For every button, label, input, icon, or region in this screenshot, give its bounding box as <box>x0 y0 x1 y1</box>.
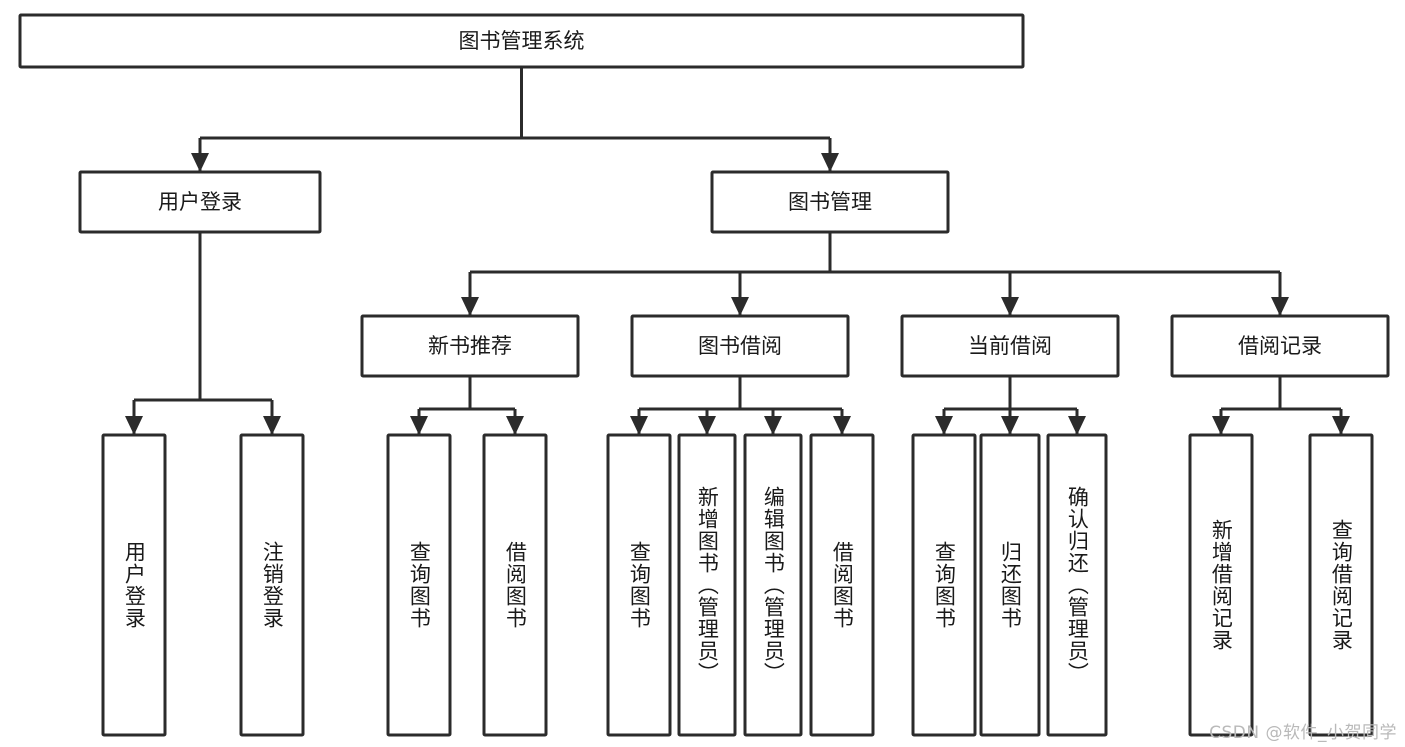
arrow-head-icon-leaf-8 <box>935 416 953 435</box>
node-leaf-box-6[interactable] <box>743 433 803 737</box>
arrow-head-icon-level2-3 <box>1271 297 1289 316</box>
node-level1-label-0: 用户登录 <box>158 190 242 214</box>
node-level2-label-1: 图书借阅 <box>698 334 782 358</box>
box-layer <box>18 13 1390 737</box>
node-level1-box-1[interactable] <box>710 170 950 234</box>
node-leaf-box-2[interactable] <box>386 433 452 737</box>
node-leaf-box-9[interactable] <box>979 433 1041 737</box>
node-leaf-box-3[interactable] <box>482 433 548 737</box>
csdn-watermark: CSDN @软件_小贺同学 <box>1209 723 1397 743</box>
arrow-head-icon-leaf-3 <box>506 416 524 435</box>
arrow-head-icon-leaf-6 <box>764 416 782 435</box>
node-root-box[interactable] <box>18 13 1025 69</box>
arrow-head-icon-leaf-1 <box>263 416 281 435</box>
arrow-head-icon-level1-0 <box>191 153 209 172</box>
arrow-head-icon-leaf-0 <box>125 416 143 435</box>
node-level2-box-1[interactable] <box>630 314 850 378</box>
node-level2-label-2: 当前借阅 <box>968 334 1052 358</box>
arrow-head-icon-leaf-12 <box>1332 416 1350 435</box>
node-leaf-box-1[interactable] <box>239 433 305 737</box>
arrow-head-icon-level2-2 <box>1001 297 1019 316</box>
node-leaf-box-0[interactable] <box>101 433 167 737</box>
arrow-head-icon-leaf-7 <box>833 416 851 435</box>
node-level1-label-1: 图书管理 <box>788 190 872 214</box>
node-root-label: 图书管理系统 <box>459 29 585 53</box>
arrow-head-icon-leaf-4 <box>630 416 648 435</box>
node-leaf-box-7[interactable] <box>809 433 875 737</box>
node-leaf-box-12[interactable] <box>1308 433 1374 737</box>
arrow-head-icon-leaf-9 <box>1001 416 1019 435</box>
node-level2-box-0[interactable] <box>360 314 580 378</box>
node-level2-label-3: 借阅记录 <box>1238 334 1322 358</box>
node-leaf-box-10[interactable] <box>1046 433 1108 737</box>
node-level2-label-0: 新书推荐 <box>428 334 512 358</box>
node-leaf-box-4[interactable] <box>606 433 672 737</box>
node-leaf-box-5[interactable] <box>677 433 737 737</box>
node-level2-box-2[interactable] <box>900 314 1120 378</box>
arrow-head-icon-leaf-2 <box>410 416 428 435</box>
arrow-head-icon-level2-1 <box>731 297 749 316</box>
arrow-head-icon-level1-1 <box>821 153 839 172</box>
node-leaf-box-8[interactable] <box>911 433 977 737</box>
arrow-head-icon-leaf-10 <box>1068 416 1086 435</box>
node-level1-box-0[interactable] <box>78 170 322 234</box>
arrow-head-icon-level2-0 <box>461 297 479 316</box>
connector-layer <box>125 67 1350 435</box>
arrow-head-icon-leaf-5 <box>698 416 716 435</box>
arrow-head-icon-leaf-11 <box>1212 416 1230 435</box>
node-level2-box-3[interactable] <box>1170 314 1390 378</box>
node-leaf-box-11[interactable] <box>1188 433 1254 737</box>
